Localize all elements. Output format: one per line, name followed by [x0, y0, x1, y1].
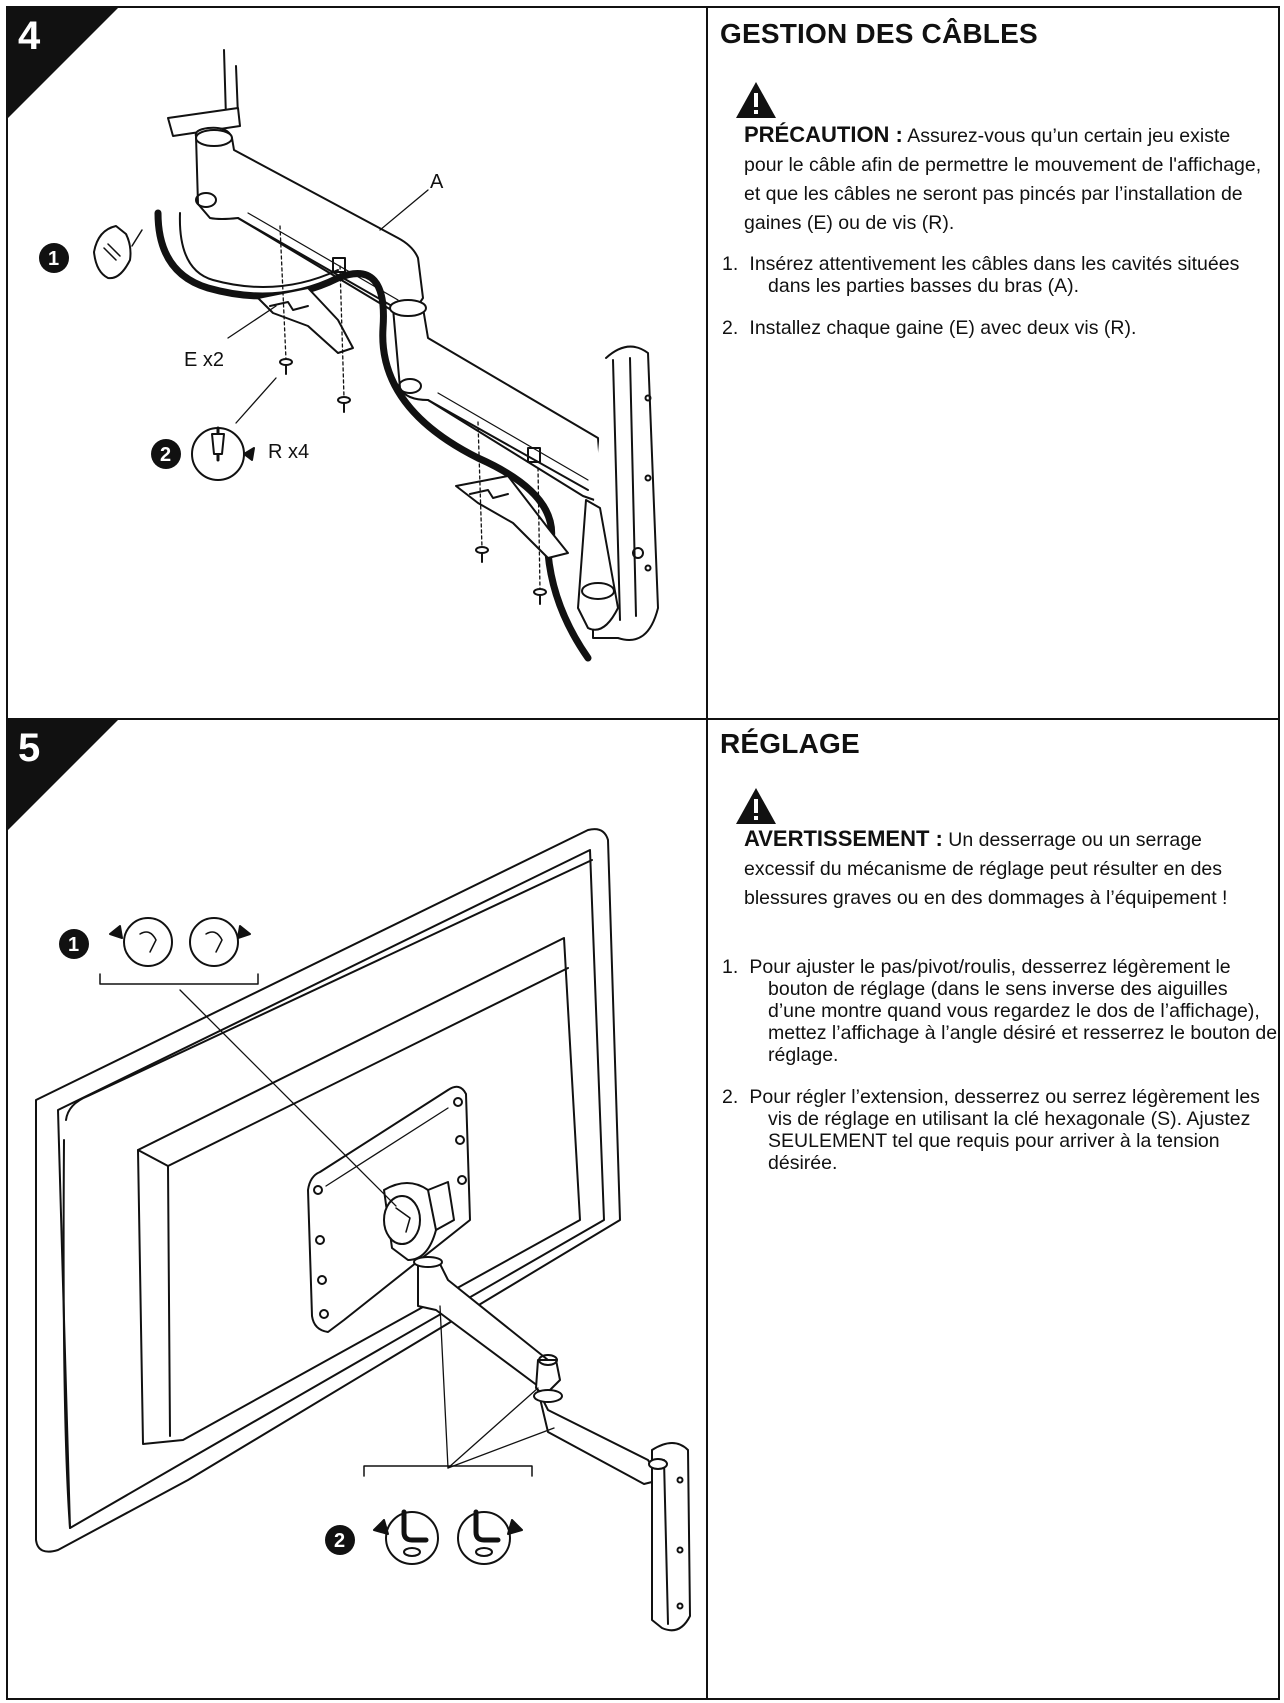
callout-2-disc [151, 439, 181, 469]
warning-triangle-icon [736, 82, 776, 118]
cable-management-illustration: 1 2 A E x2 R x4 [39, 49, 659, 662]
step-5-number: 5 [18, 726, 41, 770]
list-item: 1. Insérez attentivement les câbles dans… [722, 253, 1240, 297]
adjustment-illustration: 1 2 [35, 828, 691, 1632]
callout-2-disc [325, 1525, 355, 1555]
page-frame [6, 6, 1280, 1700]
step-5-corner-badge [8, 720, 118, 830]
part-label-r: R x4 [268, 441, 309, 463]
column-divider [706, 6, 708, 1700]
warning-triangle-icon [736, 788, 776, 824]
step-4-title: GESTION DES CÂBLES [720, 18, 1038, 49]
step-4-number: 4 [18, 14, 41, 58]
callout-2-label: 2 [160, 444, 171, 466]
warning-text: Un desserrage ou un serrage excessif du … [744, 829, 1228, 909]
step-4-caution: PRÉCAUTION : Assurez-vous qu’un certain … [744, 120, 1274, 238]
caution-label: PRÉCAUTION : [744, 122, 903, 147]
step-5-title: RÉGLAGE [720, 728, 860, 759]
callout-1-disc [39, 243, 69, 273]
step-5-instructions: 1. Pour ajuster le pas/pivot/roulis, des… [722, 956, 1278, 1194]
step-4-instructions: 1. Insérez attentivement les câbles dans… [722, 253, 1278, 359]
callout-1-label: 1 [68, 934, 79, 956]
list-item: 1. Pour ajuster le pas/pivot/roulis, des… [722, 956, 1278, 1066]
list-item: 2. Installez chaque gaine (E) avec deux … [722, 317, 1137, 339]
callout-1-label: 1 [48, 248, 59, 270]
step-4-corner-badge [8, 8, 118, 118]
callout-2-label: 2 [334, 1530, 345, 1552]
section-divider [6, 718, 1280, 720]
warning-label: AVERTISSEMENT : [744, 826, 943, 851]
callout-1-disc [59, 929, 89, 959]
part-label-a: A [430, 171, 444, 193]
list-item: 2. Pour régler l’extension, desserrez ou… [722, 1086, 1260, 1174]
post-line [223, 49, 227, 119]
step-5-warning: AVERTISSEMENT : Un desserrage ou un serr… [744, 824, 1274, 913]
part-label-e: E x2 [184, 349, 224, 371]
caution-text: Assurez-vous qu’un certain jeu existe po… [744, 125, 1262, 234]
